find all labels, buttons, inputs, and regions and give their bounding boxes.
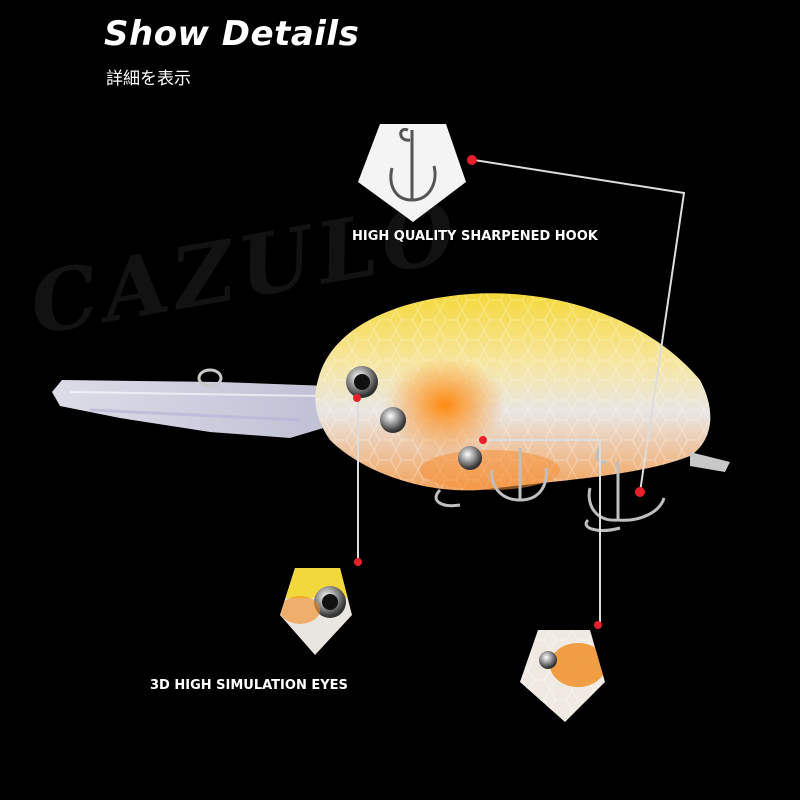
belly-detail-thumbnail	[520, 630, 605, 722]
page-title: Show Details	[104, 14, 360, 54]
lure-eye-rattle-2	[458, 446, 482, 470]
treble-hook-front	[434, 448, 548, 508]
lure-body	[315, 293, 730, 491]
lure-eye-rattle	[380, 407, 406, 433]
eyes-callout-label: 3D HIGH SIMULATION EYES	[150, 678, 348, 693]
diving-lip	[52, 380, 340, 438]
treble-hook-rear	[584, 447, 666, 532]
hook-detail-thumbnail	[358, 124, 466, 222]
eye-detail-thumbnail	[280, 568, 352, 655]
callout-lines	[357, 159, 686, 625]
callout-dots	[353, 155, 645, 629]
page-subtitle: 詳細を表示	[106, 69, 191, 89]
hook-callout-label: HIGH QUALITY SHARPENED HOOK	[352, 229, 598, 244]
line-tie-ring	[197, 368, 223, 388]
